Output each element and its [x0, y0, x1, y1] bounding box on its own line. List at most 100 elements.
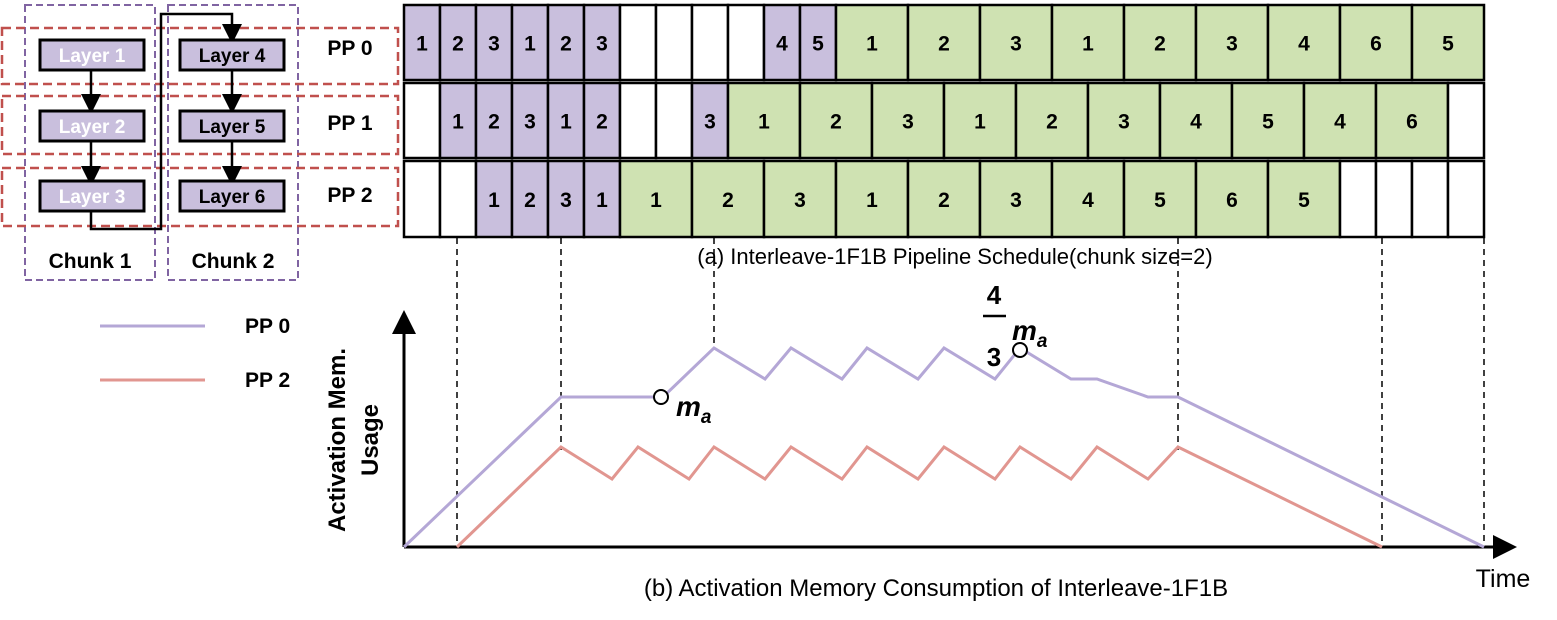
arrow-layer3-to-layer4	[89, 12, 242, 231]
cell-microbatch-label: 2	[488, 111, 500, 134]
fraction-numerator: 4	[987, 280, 1002, 310]
forward-cell	[438, 81, 478, 160]
layer-1-box	[38, 38, 146, 72]
chunk-2-box	[167, 4, 299, 281]
backward-cell	[1086, 81, 1162, 160]
backward-cell	[834, 3, 910, 82]
cell-microbatch-label: 1	[650, 189, 662, 212]
cell-microbatch-label: 1	[560, 111, 572, 134]
memory-annotations: ma 4 3 ma	[653, 280, 1048, 428]
backward-cell	[726, 81, 802, 160]
ma-marker	[653, 389, 669, 405]
cell-microbatch-label: 2	[938, 33, 950, 56]
cell-microbatch-label: 3	[704, 111, 716, 134]
stage-pp2-box	[0, 166, 400, 228]
idle-cell	[402, 81, 442, 160]
forward-cell	[582, 159, 622, 239]
cell-microbatch-label: 1	[524, 33, 536, 56]
backward-cell	[1374, 81, 1450, 160]
layer-5-label: Layer 5	[199, 117, 266, 138]
cell-microbatch-label: 2	[524, 189, 536, 212]
cell-microbatch-label: 3	[488, 33, 500, 56]
cell-microbatch-label: 2	[938, 189, 950, 212]
forward-cell	[510, 81, 550, 160]
stage-label-pp1: PP 1	[327, 112, 372, 135]
cell-microbatch-label: 4	[776, 33, 788, 56]
y-axis-label-line2: Usage	[357, 404, 384, 476]
cell-microbatch-label: 3	[596, 33, 608, 56]
stage-label-pp2: PP 2	[327, 184, 372, 207]
backward-cell	[1014, 81, 1090, 160]
backward-cell	[1410, 3, 1486, 82]
idle-cell	[726, 3, 766, 82]
legend-label-pp0: PP 0	[245, 315, 290, 338]
chunk-1-box	[24, 4, 156, 281]
cell-microbatch-label: 4	[1082, 189, 1094, 212]
idle-cell	[1338, 159, 1378, 239]
cell-microbatch-label: 2	[1046, 111, 1058, 134]
backward-cell	[978, 3, 1054, 82]
memory-caption: (b) Activation Memory Consumption of Int…	[644, 575, 1228, 602]
cell-microbatch-label: 3	[560, 189, 572, 212]
cell-microbatch-label: 3	[794, 189, 806, 212]
idle-cell	[1410, 159, 1450, 239]
idle-cell	[618, 3, 658, 82]
backward-cell	[1194, 159, 1270, 239]
backward-cell	[1158, 81, 1234, 160]
cell-microbatch-label: 5	[1298, 189, 1310, 212]
cell-microbatch-label: 3	[902, 111, 914, 134]
cell-microbatch-label: 5	[1262, 111, 1274, 134]
stage-labels: PP 0 PP 1 PP 2	[327, 37, 372, 207]
cell-microbatch-label: 6	[1370, 33, 1382, 56]
cell-microbatch-label: 1	[758, 111, 770, 134]
cell-microbatch-label: 4	[1190, 111, 1202, 134]
cell-microbatch-label: 5	[1154, 189, 1166, 212]
stage-label-pp0: PP 0	[327, 37, 372, 60]
layer-3-label: Layer 3	[59, 187, 126, 208]
backward-cell	[906, 159, 982, 239]
forward-cell	[798, 3, 838, 82]
cell-microbatch-label: 3	[1118, 111, 1130, 134]
model-diagram: Layer 1 Layer 2 Layer 3 Layer 4 Layer 5 …	[0, 4, 400, 281]
idle-cell	[654, 3, 694, 82]
cell-microbatch-label: 3	[1010, 189, 1022, 212]
cell-microbatch-label: 1	[974, 111, 986, 134]
idle-cell	[1446, 81, 1486, 160]
cell-microbatch-label: 1	[416, 33, 428, 56]
cell-microbatch-label: 2	[452, 33, 464, 56]
cell-microbatch-label: 1	[596, 189, 608, 212]
forward-cell	[474, 81, 514, 160]
cell-microbatch-label: 2	[722, 189, 734, 212]
cell-microbatch-label: 4	[1334, 111, 1346, 134]
idle-cell	[438, 159, 478, 239]
backward-cell	[1122, 159, 1198, 239]
x-axis-label: Time	[1476, 565, 1531, 593]
layer-3-box	[38, 179, 146, 213]
cell-microbatch-label: 2	[1154, 33, 1166, 56]
forward-cell	[402, 3, 442, 82]
chunk-1-label: Chunk 1	[49, 250, 132, 273]
stage-pp0-box	[0, 26, 400, 86]
layer-4-box	[178, 38, 286, 72]
cell-microbatch-label: 1	[866, 189, 878, 212]
backward-cell	[690, 159, 766, 239]
stage-pp1-box	[0, 94, 400, 156]
cell-microbatch-label: 3	[1226, 33, 1238, 56]
idle-cell	[690, 3, 730, 82]
backward-cell	[1050, 159, 1126, 239]
backward-cell	[1050, 3, 1126, 82]
layer-6-label: Layer 6	[199, 187, 266, 208]
backward-cell	[906, 3, 982, 82]
ma-annotation: ma	[676, 391, 712, 428]
cell-microbatch-label: 6	[1226, 189, 1238, 212]
forward-cell	[582, 3, 622, 82]
cell-microbatch-label: 2	[830, 111, 842, 134]
cell-microbatch-label: 2	[596, 111, 608, 134]
four-thirds-ma-annotation: ma	[1012, 315, 1048, 352]
layer-4-label: Layer 4	[199, 46, 266, 67]
layer-2-box	[38, 109, 146, 143]
alignment-guides	[456, 238, 1485, 547]
backward-cell	[1338, 3, 1414, 82]
